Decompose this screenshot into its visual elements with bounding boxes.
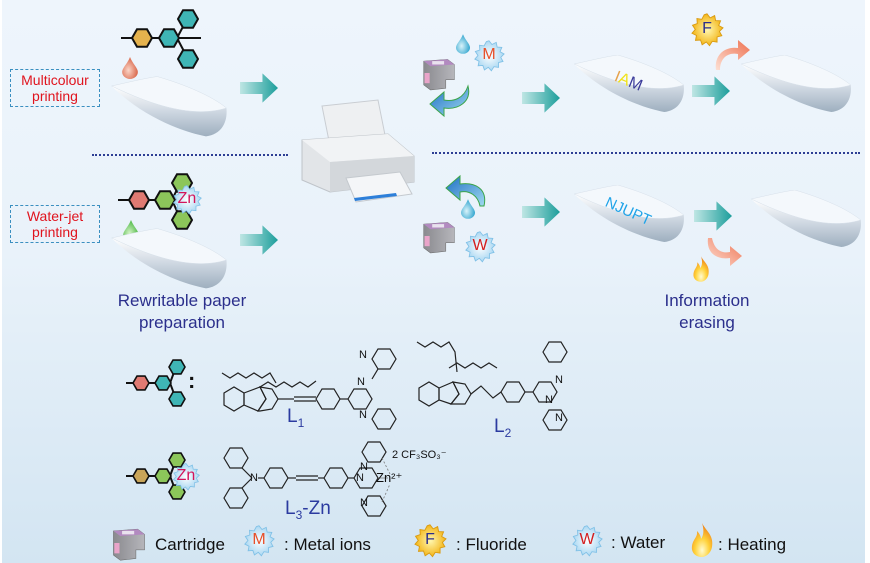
caption-line: preparation [138, 313, 225, 332]
process-arrow-icon [522, 83, 560, 113]
row-divider [92, 154, 288, 156]
nitrogen-label: N [359, 409, 367, 421]
legend-label-water: : Water [611, 533, 666, 552]
rewritable-paper-preparation-caption: Rewritable paper preparation [97, 290, 267, 334]
label-subscript: 1 [297, 415, 305, 430]
water-drop-icon [456, 34, 470, 54]
caption-line: Rewritable paper [117, 291, 247, 310]
legend-label-heating: : Heating [718, 535, 787, 554]
ligand-l1-schematic-icon [121, 9, 201, 69]
l3-zn-structure-drawing [223, 441, 391, 517]
metal-ion-badge: M [472, 39, 506, 73]
equals-colon: : [188, 368, 196, 393]
process-arrow-icon [240, 73, 278, 103]
water-jet-printing-label: Water-jet printing [10, 205, 100, 243]
water-badge-icon: W [570, 524, 604, 558]
label-main: L [494, 416, 505, 437]
erase-arrow-icon [707, 238, 742, 266]
erased-paper-icon [751, 190, 862, 248]
badge-text: Zn [176, 467, 196, 484]
insert-cartridge-arrow-icon [429, 84, 470, 118]
flame-icon [691, 523, 713, 557]
process-arrow-icon [522, 197, 560, 227]
printed-paper-iam: IAM [570, 55, 688, 115]
label-line: printing [32, 224, 78, 240]
label-subscript: 2 [504, 425, 512, 440]
multicolour-printing-label: Multicolour printing [10, 69, 100, 107]
counter-ion-label: 2 CF₃SO₃⁻ [392, 449, 447, 461]
nitrogen-label: N [555, 374, 563, 386]
label-suffix: -Zn [302, 498, 331, 519]
complex-l3-zn-label: L3-Zn [285, 498, 331, 522]
flame-icon [693, 256, 709, 282]
badge-letter: W [579, 531, 595, 548]
fluoride-badge: F [689, 12, 725, 48]
printed-paper-njupt: NJUPT [570, 185, 688, 245]
label-line: printing [32, 88, 78, 104]
badge-letter: F [702, 20, 712, 37]
blank-paper-icon [111, 76, 227, 137]
badge-letter: F [425, 531, 435, 548]
complex-schematic-icon [126, 452, 186, 500]
ligand-schematic-icon [126, 359, 186, 407]
ligand-l2-label: L2 [494, 416, 511, 440]
cartridge-icon [423, 221, 455, 254]
ligand-l1-label: L1 [287, 406, 304, 430]
process-arrow-icon [240, 225, 278, 255]
zn-badge: Zn [170, 462, 202, 492]
label-main: L [287, 406, 298, 427]
l1-structure-drawing [221, 348, 397, 430]
blank-paper-icon [111, 228, 227, 289]
nitrogen-label: N [250, 472, 258, 484]
label-main: L [285, 498, 296, 519]
insert-cartridge-arrow-icon [445, 174, 486, 207]
water-drop-icon [461, 199, 475, 219]
nitrogen-label: N [360, 461, 368, 473]
information-erasing-caption: Information erasing [632, 290, 782, 334]
printer-icon [301, 99, 415, 203]
zn-badge: Zn [170, 184, 204, 216]
badge-letter: M [252, 531, 266, 548]
nitrogen-label: N [359, 349, 367, 361]
label-line: Water-jet [26, 208, 84, 224]
label-line: Multicolour [21, 72, 89, 88]
process-arrow-icon [692, 76, 730, 106]
caption-line: erasing [679, 313, 735, 332]
legend-label-metal-ions: : Metal ions [284, 535, 371, 554]
legend-label-cartridge: Cartridge [155, 535, 225, 554]
l2-structure-drawing [416, 341, 568, 431]
badge-letter: M [482, 46, 496, 63]
nitrogen-label: N [357, 376, 365, 388]
nitrogen-label: N [545, 394, 553, 406]
row-divider [432, 152, 860, 154]
cartridge-icon [112, 528, 146, 561]
badge-text: Zn [177, 190, 197, 207]
metal-ion-badge-icon: M [242, 524, 276, 558]
zinc-ion-label: Zn²⁺ [376, 470, 403, 485]
caption-line: Information [664, 291, 750, 310]
erased-paper-icon [741, 55, 852, 113]
nitrogen-label: N [555, 412, 563, 424]
fluoride-badge-icon: F [412, 523, 448, 559]
nitrogen-label: N [360, 497, 368, 509]
process-arrow-icon [694, 201, 732, 231]
erase-arrow-icon [715, 40, 750, 70]
water-badge: W [463, 230, 497, 264]
label-subscript: 3 [295, 507, 303, 522]
legend-label-fluoride: : Fluoride [456, 535, 527, 554]
badge-letter: W [472, 237, 488, 254]
nitrogen-label: N [356, 472, 364, 484]
